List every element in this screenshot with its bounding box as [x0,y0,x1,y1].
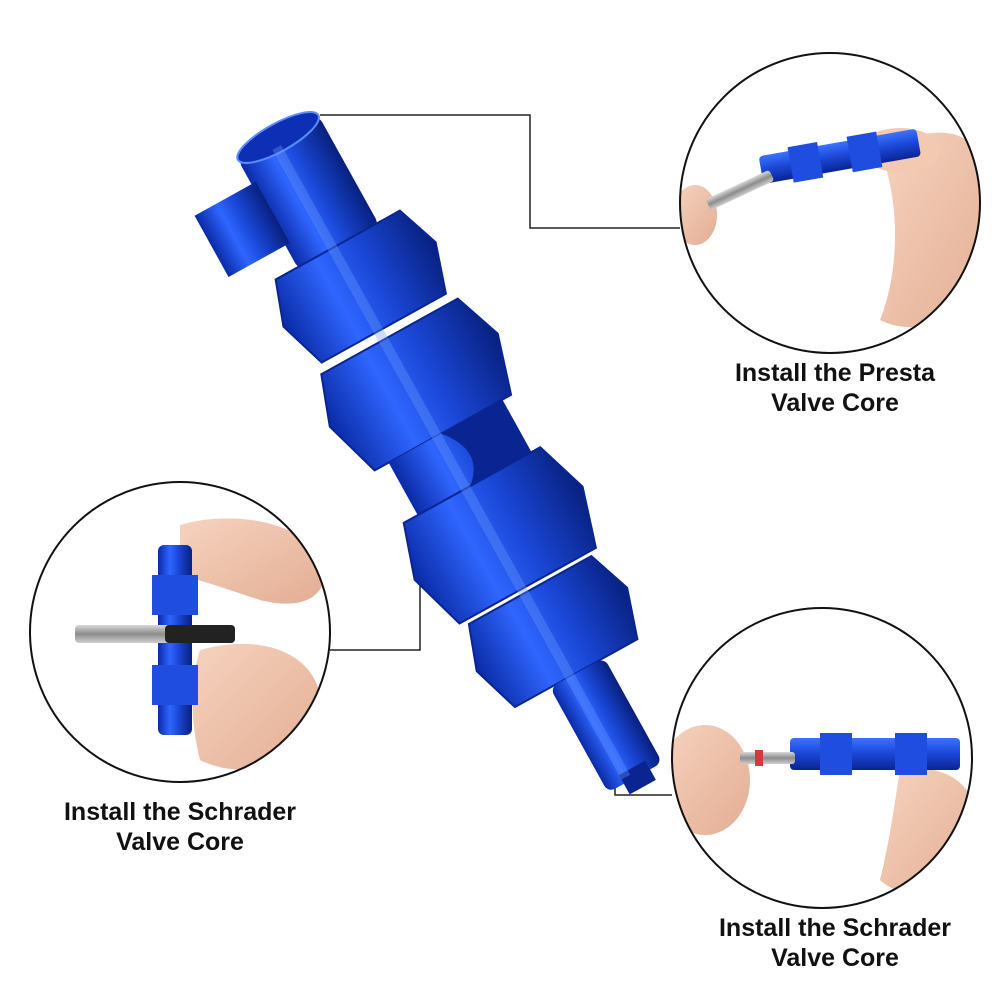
tool-highlight [272,144,631,780]
schrader-right-inset [671,607,973,909]
tool-hex-nut-4 [467,554,639,709]
caption-schrader-left: Install the Schrader Valve Core [20,797,340,857]
schrader-valve-core [740,752,795,764]
schrader-right-finger-left [672,725,750,835]
callout-line-schrader-left [330,470,421,651]
presta-valve-core [706,170,774,210]
tool-hex-nut-2 [320,297,513,472]
caption-schrader-right: Install the Schrader Valve Core [680,913,990,973]
valve-core-tool [194,111,660,795]
caption-schrader-right-line2: Valve Core [771,944,899,972]
caption-schrader-left-line2: Valve Core [116,828,244,856]
schrader-left-inset [29,481,331,783]
tool-bottom-slot [619,760,656,795]
schrader-left-hand-top [180,518,326,604]
presta-inset [679,52,981,354]
caption-presta-line2: Valve Core [771,389,899,417]
schrader-right-tool [790,738,960,770]
tool-hex-nut-3 [402,446,598,625]
callout-line-presta [320,114,680,229]
tool-top-slot [194,181,290,278]
caption-schrader-right-line1: Install the Schrader [718,914,952,942]
presta-inset-finger [680,185,717,245]
tool-hex-nut-1 [274,209,448,364]
tool-bottom-cylinder [552,660,660,790]
caption-presta: Install the Presta Valve Core [690,358,980,418]
caption-schrader-left-line1: Install the Schrader [63,798,297,826]
caption-presta-line1: Install the Presta [734,359,936,387]
tool-top-opening [236,111,320,164]
